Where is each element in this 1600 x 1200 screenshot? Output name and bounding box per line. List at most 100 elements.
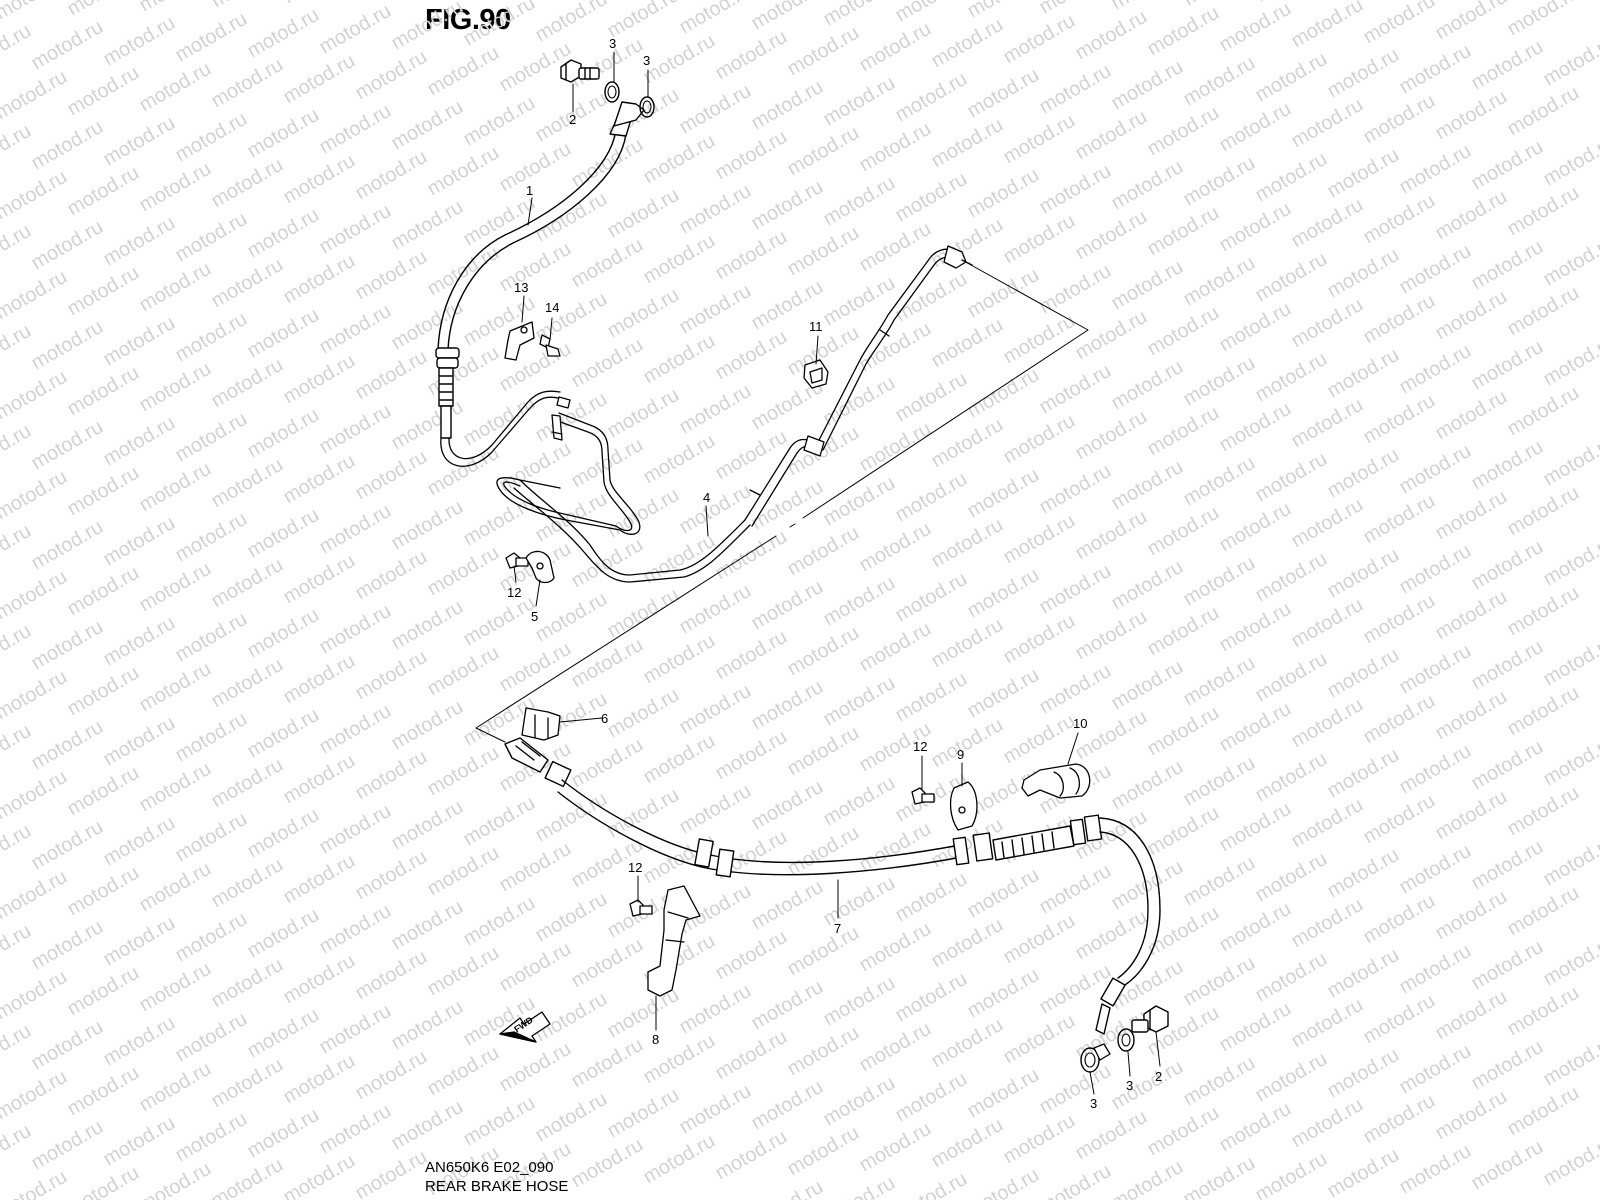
watermark-text: motod.ru xyxy=(712,626,791,685)
watermark-text: motod.ru xyxy=(1252,0,1331,6)
watermark-text: motod.ru xyxy=(352,0,431,4)
watermark-text: motod.ru xyxy=(856,18,935,77)
watermark-text: motod.ru xyxy=(712,1126,791,1185)
watermark-text: motod.ru xyxy=(244,4,323,63)
watermark-text: motod.ru xyxy=(0,0,71,24)
watermark-text: motod.ru xyxy=(748,0,827,34)
watermark-text: motod.ru xyxy=(244,204,323,263)
watermark-text: motod.ru xyxy=(676,80,755,139)
watermark-text: motod.ru xyxy=(172,708,251,767)
watermark-text: motod.ru xyxy=(136,858,215,917)
watermark-text: motod.ru xyxy=(352,46,431,105)
watermark-text: motod.ru xyxy=(1252,1048,1331,1107)
watermark-text: motod.ru xyxy=(1504,382,1583,441)
watermark-text: motod.ru xyxy=(1000,610,1079,669)
watermark-text: motod.ru xyxy=(1396,440,1475,499)
watermark-text: motod.ru xyxy=(1288,994,1367,1053)
watermark-text: motod.ru xyxy=(1324,544,1403,603)
watermark-text: motod.ru xyxy=(1504,882,1583,941)
watermark-text: motod.ru xyxy=(1144,2,1223,61)
watermark-text: motod.ru xyxy=(892,968,971,1027)
watermark-text: motod.ru xyxy=(1432,186,1511,245)
watermark-text: motod.ru xyxy=(1216,798,1295,857)
watermark-text: motod.ru xyxy=(1036,1160,1115,1200)
watermark-text: motod.ru xyxy=(388,696,467,755)
watermark-text: motod.ru xyxy=(1540,1032,1600,1091)
watermark-text: motod.ru xyxy=(640,730,719,789)
bolt-12-upper xyxy=(505,552,529,569)
brake-pipe-4 xyxy=(440,245,973,583)
watermark-text: motod.ru xyxy=(1540,432,1600,491)
watermark-text: motod.ru xyxy=(1504,782,1583,841)
watermark-text: motod.ru xyxy=(280,750,359,809)
watermark-text: motod.ru xyxy=(1504,0,1583,40)
watermark-text: motod.ru xyxy=(1216,598,1295,657)
watermark-text: motod.ru xyxy=(280,50,359,109)
watermark-text: motod.ru xyxy=(28,116,107,175)
watermark-text: motod.ru xyxy=(820,1072,899,1131)
watermark-text: motod.ru xyxy=(100,412,179,471)
watermark-text: motod.ru xyxy=(1432,386,1511,445)
watermark-text: motod.ru xyxy=(1360,1090,1439,1149)
watermark-text: motod.ru xyxy=(1432,986,1511,1045)
watermark-text: motod.ru xyxy=(568,134,647,193)
watermark-text: motod.ru xyxy=(1108,1156,1187,1200)
section-divider xyxy=(475,259,1089,743)
watermark-text: motod.ru xyxy=(1072,306,1151,365)
watermark-text: motod.ru xyxy=(136,58,215,117)
watermark-text: motod.ru xyxy=(1288,494,1367,553)
watermark-text: motod.ru xyxy=(1000,1010,1079,1069)
watermark-text: motod.ru xyxy=(1360,390,1439,449)
watermark-text: motod.ru xyxy=(784,122,863,181)
watermark-text: motod.ru xyxy=(136,558,215,617)
watermark-text: motod.ru xyxy=(1072,606,1151,665)
watermark-text: motod.ru xyxy=(604,184,683,243)
watermark-text: motod.ru xyxy=(1504,1082,1583,1141)
watermark-text: motod.ru xyxy=(100,812,179,871)
watermark-text: motod.ru xyxy=(1396,540,1475,599)
watermark-text: motod.ru xyxy=(640,30,719,89)
watermark-text: motod.ru xyxy=(1360,290,1439,349)
watermark-text: motod.ru xyxy=(1468,836,1547,895)
watermark-text: motod.ru xyxy=(820,72,899,131)
watermark-text: motod.ru xyxy=(0,620,35,679)
callout-2: 2 xyxy=(569,112,576,127)
watermark-text: motod.ru xyxy=(964,1064,1043,1123)
watermark-text: motod.ru xyxy=(604,484,683,543)
watermark-text: motod.ru xyxy=(280,950,359,1009)
watermark-text: motod.ru xyxy=(208,154,287,213)
watermark-text: motod.ru xyxy=(316,400,395,459)
watermark-text: motod.ru xyxy=(964,164,1043,223)
watermark-text: motod.ru xyxy=(460,792,539,851)
watermark-text: motod.ru xyxy=(136,1058,215,1117)
watermark-text: motod.ru xyxy=(424,642,503,701)
watermark-text: motod.ru xyxy=(64,262,143,321)
watermark-text: motod.ru xyxy=(748,776,827,835)
watermark-text: motod.ru xyxy=(1180,552,1259,611)
model-code: AN650K6 E02_090 xyxy=(425,1159,554,1176)
watermark-text: motod.ru xyxy=(1252,948,1331,1007)
callout-3: 3 xyxy=(1126,1078,1133,1093)
banjo-bolt-lower xyxy=(1131,1005,1169,1033)
washer-lower-1 xyxy=(1117,1028,1135,1052)
watermark-text: motod.ru xyxy=(1000,210,1079,269)
watermark-text: motod.ru xyxy=(1360,790,1439,849)
callout-14: 14 xyxy=(545,300,559,315)
watermark-text: motod.ru xyxy=(1036,0,1115,18)
watermark-text: motod.ru xyxy=(856,1118,935,1177)
watermark-text: motod.ru xyxy=(280,350,359,409)
watermark-text: motod.ru xyxy=(352,1146,431,1200)
watermark-text: motod.ru xyxy=(0,66,71,125)
watermark-text: motod.ru xyxy=(352,246,431,305)
watermark-text: motod.ru xyxy=(1108,556,1187,615)
watermark-text: motod.ru xyxy=(1144,502,1223,561)
watermark-text: motod.ru xyxy=(388,596,467,655)
watermark-text: motod.ru xyxy=(1144,902,1223,961)
watermark-text: motod.ru xyxy=(280,550,359,609)
watermark-text: motod.ru xyxy=(1540,1132,1600,1191)
callout-6: 6 xyxy=(601,711,608,726)
watermark-text: motod.ru xyxy=(208,754,287,813)
watermark-text: motod.ru xyxy=(1036,1060,1115,1119)
watermark-text: motod.ru xyxy=(1288,794,1367,853)
watermark-text: motod.ru xyxy=(604,1084,683,1143)
